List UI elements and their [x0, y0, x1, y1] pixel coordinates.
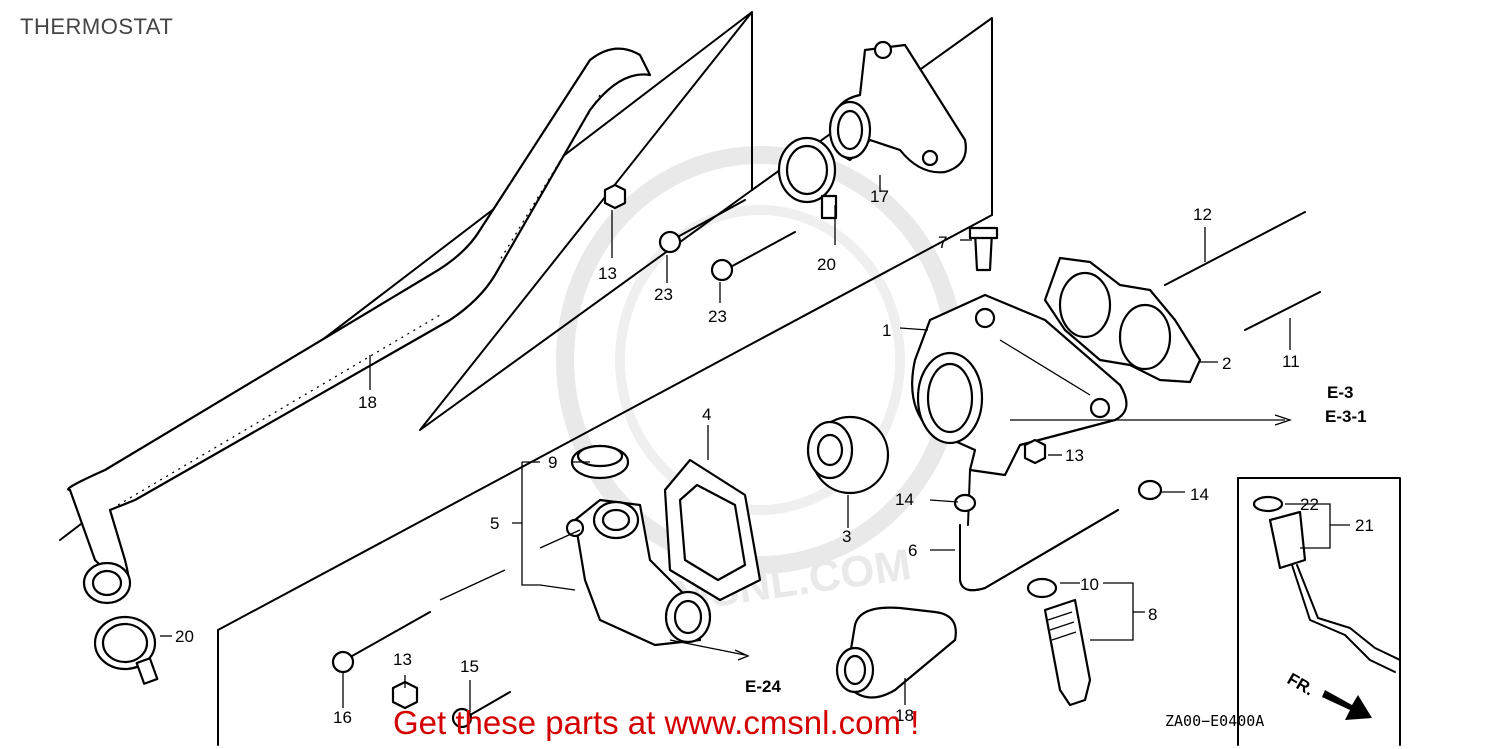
callout-5: 5: [490, 514, 499, 533]
callout-15: 15: [460, 657, 479, 676]
oring-part-10[interactable]: [1026, 577, 1058, 599]
callout-3: 3: [842, 527, 851, 546]
thermostat-housing-part-1[interactable]: [911, 293, 1128, 477]
temperature-sender-part-21[interactable]: [1268, 510, 1401, 673]
washer-part-22[interactable]: [1252, 495, 1284, 513]
water-outlet-part-5[interactable]: [565, 498, 712, 647]
bolt-part-16[interactable]: [331, 611, 431, 674]
nut-part-13-top[interactable]: [603, 183, 627, 210]
callout-9: 9: [548, 453, 557, 472]
front-marker-label: FR.: [1284, 669, 1317, 699]
callout-20: 20: [817, 255, 836, 274]
gasket-part-4[interactable]: [663, 458, 762, 602]
thermostat-cover-part-17[interactable]: [828, 40, 967, 174]
callout-11: 11: [1282, 352, 1300, 371]
promo-link[interactable]: Get these parts at www.cmsnl.com !: [393, 704, 920, 741]
page-title: THERMOSTAT: [20, 14, 174, 39]
clip-part-14-a[interactable]: [953, 493, 977, 513]
callout-4: 4: [702, 405, 711, 424]
section-references: E-3 E-3-1 E-24 ZA00−E0400A: [745, 383, 1367, 730]
callout-13: 13: [598, 264, 617, 283]
temperature-sensor-part-8[interactable]: [1043, 598, 1092, 707]
callout-7: 7: [938, 233, 947, 252]
bleed-bolt-part-7[interactable]: [968, 226, 999, 272]
bolt-part-23-a[interactable]: [658, 199, 746, 254]
nut-part-13-right[interactable]: [1023, 438, 1047, 465]
hose-clamp-part-20-lower[interactable]: [93, 615, 159, 685]
callout-20: 20: [175, 627, 194, 646]
callout-23: 23: [708, 307, 727, 326]
reference-e3: E-3: [1327, 383, 1353, 402]
clip-part-14-b[interactable]: [1137, 479, 1163, 501]
bolt-part-23-b[interactable]: [710, 231, 796, 282]
callout-14: 14: [895, 490, 914, 509]
water-hose-part-18-lower[interactable]: [835, 606, 957, 699]
callout-13: 13: [1065, 446, 1084, 465]
stud-bolt-part-11[interactable]: [1244, 291, 1321, 331]
reference-e3-1: E-3-1: [1325, 407, 1367, 426]
callout-18: 18: [358, 393, 377, 412]
cap-part-9[interactable]: [570, 444, 630, 480]
callout-22: 22: [1300, 495, 1319, 514]
water-hose-part-18[interactable]: [67, 47, 652, 605]
callout-16: 16: [333, 708, 352, 727]
callout-labels: 18 17 20 13 23 23 7 1 12 11 2 13 4 3 9 5…: [175, 187, 1374, 727]
callout-23: 23: [654, 285, 673, 304]
callout-8: 8: [1148, 605, 1157, 624]
callout-10: 10: [1080, 575, 1099, 594]
hose-clamp-part-20-upper[interactable]: [777, 136, 838, 220]
callout-1: 1: [882, 321, 891, 340]
bypass-pipe-part-6[interactable]: [959, 469, 1119, 592]
leader-lines: [160, 175, 1350, 712]
callout-6: 6: [908, 541, 917, 560]
callout-12: 12: [1193, 205, 1212, 224]
callout-21: 21: [1355, 516, 1374, 535]
reference-e24: E-24: [745, 677, 781, 696]
callout-17: 17: [870, 187, 889, 206]
diagram-code: ZA00−E0400A: [1165, 712, 1264, 730]
callout-18: 18: [895, 706, 914, 725]
callout-2: 2: [1222, 354, 1231, 373]
thermostat-part-3[interactable]: [806, 415, 890, 495]
flange-gasket-part-2[interactable]: [1043, 256, 1202, 384]
front-direction-arrow: FR.: [1284, 669, 1372, 720]
bolt-part-15[interactable]: [451, 691, 511, 729]
stud-bolt-part-12[interactable]: [1164, 211, 1306, 286]
callout-14: 14: [1190, 485, 1209, 504]
callout-13: 13: [393, 650, 412, 669]
